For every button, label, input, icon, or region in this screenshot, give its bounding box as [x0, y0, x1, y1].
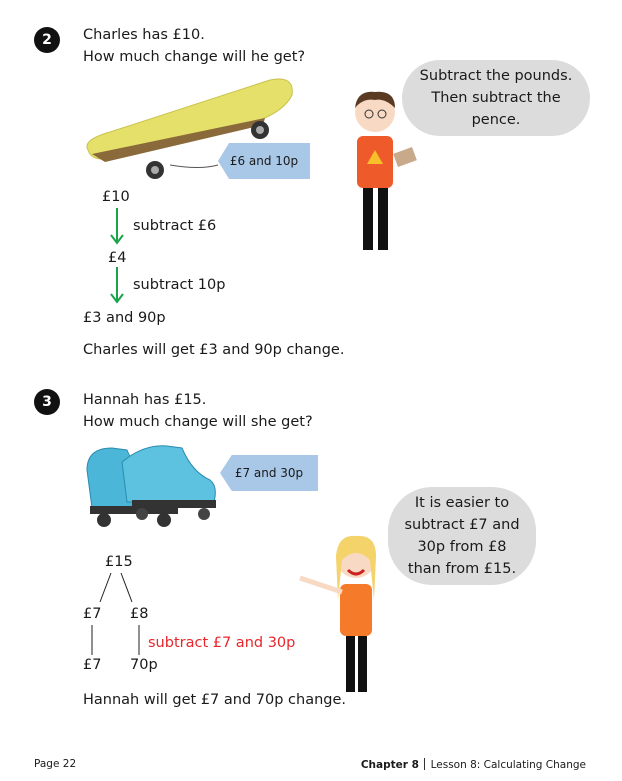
- chapter-label: Chapter 8: [360, 759, 419, 771]
- speech-bubble: Subtract the pounds. Then subtract the p…: [402, 60, 590, 136]
- girl-character-illustration: [299, 535, 376, 692]
- question-number-badge: 3: [34, 389, 60, 415]
- question-text: Charles has £10.: [83, 27, 205, 43]
- page-number: Page 22: [34, 758, 77, 770]
- down-arrow-icon: [110, 267, 124, 304]
- tree-value: 70p: [130, 657, 158, 673]
- answer-text: Charles will get £3 and 90p change.: [83, 342, 345, 358]
- step-value: £10: [102, 189, 130, 205]
- question-number-badge: 2: [34, 27, 60, 53]
- step-label: subtract £6: [133, 218, 217, 234]
- roller-skates-illustration: [86, 445, 216, 527]
- lesson-label: Lesson 8: Calculating Change: [430, 759, 586, 771]
- tree-value: £7: [83, 606, 102, 622]
- question-text: Hannah has £15.: [83, 392, 207, 408]
- skateboard-illustration: [86, 78, 293, 179]
- step-result: £3 and 90p: [83, 310, 166, 326]
- tree-branches: [91, 572, 140, 655]
- question-text: How much change will she get?: [83, 414, 313, 430]
- tree-value: £7: [83, 657, 102, 673]
- step-label: subtract 10p: [133, 277, 226, 293]
- tree-value: £15: [105, 554, 133, 570]
- boy-character-illustration: [355, 91, 417, 250]
- down-arrow-icon: [110, 208, 124, 245]
- question-text: How much change will he get?: [83, 49, 306, 65]
- speech-bubble: It is easier to subtract £7 and 30p from…: [388, 487, 536, 585]
- tree-label: subtract £7 and 30p: [148, 635, 296, 651]
- answer-text: Hannah will get £7 and 70p change.: [83, 692, 347, 708]
- chapter-info: Chapter 8 Lesson 8: Calculating Change: [361, 758, 586, 771]
- price-tag: £6 and 10p: [218, 143, 310, 179]
- tree-value: £8: [130, 606, 149, 622]
- divider: [424, 758, 426, 770]
- step-value: £4: [108, 250, 127, 266]
- price-tag: £7 and 30p: [220, 455, 318, 491]
